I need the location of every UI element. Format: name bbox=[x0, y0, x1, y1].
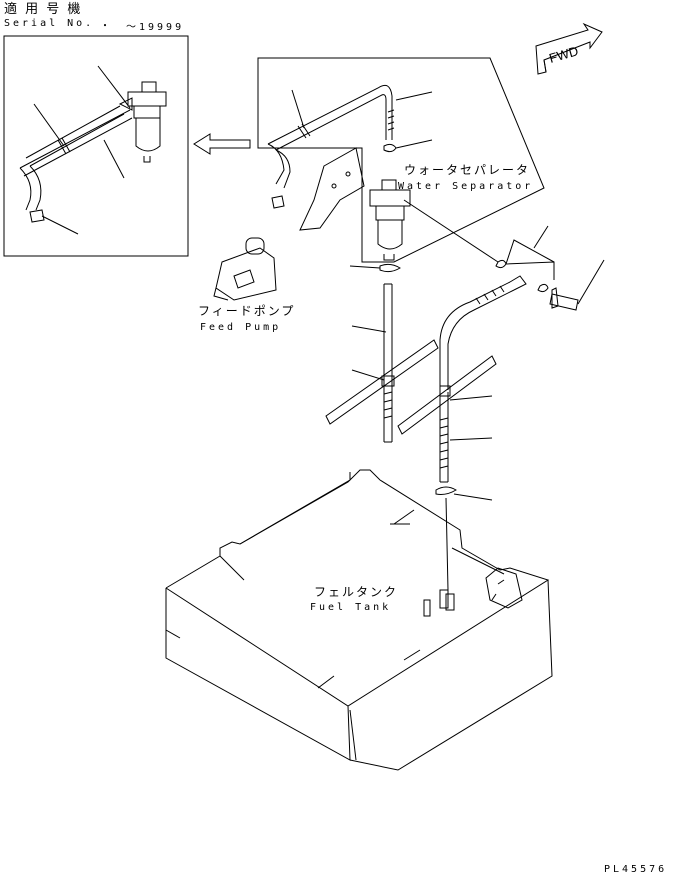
middle-leader-lines bbox=[351, 325, 493, 501]
inset-fitting bbox=[29, 209, 45, 223]
water-separator-icon bbox=[369, 143, 411, 261]
water-separator-label-en: Water Separator bbox=[398, 181, 534, 192]
feed-pump-icon bbox=[213, 195, 285, 301]
serial-dot: ・ bbox=[100, 21, 113, 32]
washer-icon bbox=[379, 263, 401, 273]
fuel-return-line bbox=[439, 275, 527, 390]
vertical-hose-right bbox=[439, 392, 449, 483]
fuel-tank-label-en: Fuel Tank bbox=[310, 602, 392, 613]
feed-pump-label-en: Feed Pump bbox=[200, 322, 282, 333]
washer-leader bbox=[349, 265, 381, 269]
applicable-serial-heading: 適 用 号 機 bbox=[4, 2, 83, 17]
pointer-arrow-icon bbox=[193, 133, 251, 155]
serial-number-label: Serial No. bbox=[4, 18, 95, 29]
upper-fuel-lines bbox=[267, 84, 395, 189]
clamps bbox=[381, 375, 451, 397]
bolt-leader bbox=[403, 199, 499, 263]
inset-water-separator-icon bbox=[118, 81, 167, 163]
upper-leader-lines bbox=[291, 89, 433, 149]
drawing-number: PL45576 bbox=[604, 864, 668, 875]
tank-washer-icon bbox=[435, 486, 457, 495]
separator-bracket bbox=[299, 147, 365, 231]
tank-pipe-line bbox=[445, 497, 449, 591]
inset-frame bbox=[3, 35, 189, 257]
water-separator-label-jp: ウォータセパレータ bbox=[404, 163, 531, 177]
vertical-hose-left bbox=[383, 283, 393, 443]
serial-range: 〜19999 bbox=[126, 22, 185, 33]
bolt-assembly bbox=[495, 225, 605, 311]
detail-frame bbox=[257, 57, 545, 263]
clamp-bar-left bbox=[325, 339, 439, 425]
fwd-text: FWD bbox=[547, 43, 580, 66]
inset-leader-lines bbox=[33, 65, 131, 235]
fwd-arrow-icon: FWD bbox=[535, 22, 603, 75]
feed-pump-label-jp: フィードポンプ bbox=[198, 304, 296, 318]
fuel-tank-icon bbox=[165, 469, 553, 771]
inset-fuel-lines bbox=[19, 105, 133, 211]
fuel-tank-label-jp: フェルタンク bbox=[314, 585, 399, 599]
clamp-bar-right bbox=[397, 355, 497, 435]
